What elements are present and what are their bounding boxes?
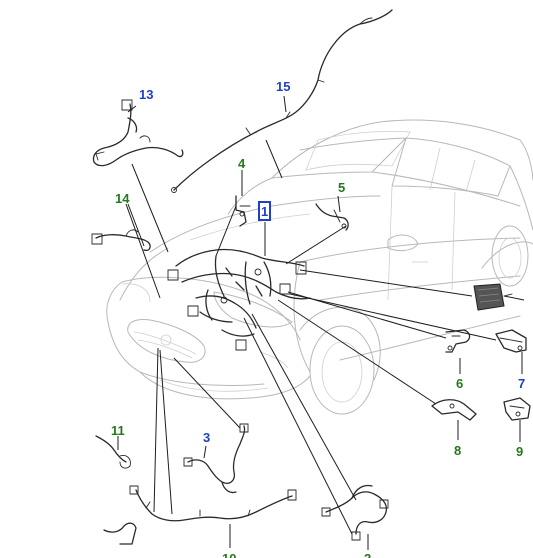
callout-labels: 13 15 4 5 14 1 6 7 8 9 11 3 10 2 [111,79,525,558]
callout-13[interactable]: 13 [139,87,153,102]
callout-11[interactable]: 11 [111,423,125,438]
callout-6[interactable]: 6 [456,376,463,391]
harness-part-15 [171,9,393,193]
bracket-part-5 [315,203,349,231]
harness-part-10 [103,485,297,545]
callout-1-text: 1 [261,204,268,219]
main-engine-harness-part-1 [167,248,311,351]
callout-14[interactable]: 14 [115,191,130,206]
control-module [473,283,513,311]
callout-7[interactable]: 7 [518,376,525,391]
callout-3[interactable]: 3 [203,430,210,445]
bracket-part-6 [445,329,471,353]
harness-part-11 [95,435,131,469]
callout-9[interactable]: 9 [516,444,523,459]
callout-4[interactable]: 4 [238,156,246,171]
vehicle-outline [106,119,533,415]
bracket-part-4 [235,195,251,227]
harness-part-13 [92,99,184,167]
bracket-part-9 [503,397,531,421]
callout-1-selected[interactable]: 1 [258,201,271,221]
callout-8[interactable]: 8 [454,443,461,458]
bracket-part-7 [495,329,527,353]
callout-10[interactable]: 10 [222,551,236,558]
leader-lines [117,95,525,550]
callout-15[interactable]: 15 [276,79,290,94]
harness-part-14 [91,229,151,252]
harness-part-3 [183,423,249,494]
bracket-part-8 [431,399,477,421]
callout-2[interactable]: 2 [364,551,371,558]
callout-5[interactable]: 5 [338,180,345,195]
